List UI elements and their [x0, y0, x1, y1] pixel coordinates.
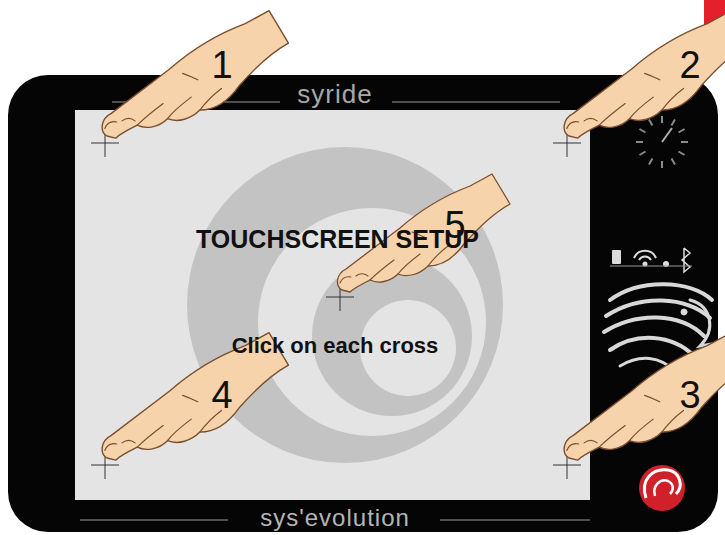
- callout-number: 3: [670, 375, 710, 415]
- eagle-feather: [610, 338, 694, 356]
- eagle-feather: [604, 317, 704, 336]
- watermark-swirl: [360, 300, 456, 396]
- clock-tick: [636, 141, 643, 143]
- clock-icon: [636, 116, 688, 168]
- eagle-eye: [681, 309, 687, 315]
- clock-hand: [662, 128, 672, 142]
- pointing-hand: [337, 174, 510, 292]
- brand-rule: [80, 102, 590, 520]
- bluetooth-icon: [682, 248, 690, 272]
- icon-rule: [610, 266, 692, 267]
- clock-tick: [672, 159, 676, 165]
- pointing-hand: [102, 333, 288, 460]
- clock-tick: [649, 120, 653, 126]
- wifi-icon: [639, 257, 651, 260]
- brand-rule: [392, 101, 560, 102]
- callout-number: 2: [670, 45, 710, 85]
- clock-tick: [672, 120, 676, 126]
- eagle-beak: [690, 300, 712, 346]
- watermark-swirl: [258, 208, 486, 436]
- callout-number: 1: [202, 45, 242, 85]
- pointing-hand: [102, 11, 288, 138]
- status-icons: [610, 248, 692, 272]
- screen-heading: TOUCHSCREEN SETUP: [75, 225, 600, 254]
- brand-rule: [80, 519, 228, 520]
- clock-tick: [679, 152, 685, 156]
- clock-tick: [681, 141, 688, 143]
- eagle-feather: [610, 284, 712, 300]
- clock-tick: [640, 129, 646, 133]
- pointing-hand: [564, 333, 725, 460]
- battery-icon: [612, 250, 621, 264]
- screen-instruction: Click on each cross: [75, 333, 595, 359]
- model-name: sys'evolution: [135, 504, 535, 532]
- clock-tick: [649, 159, 653, 165]
- clock-tick: [661, 161, 663, 168]
- pointing-hand: [564, 11, 725, 138]
- brand-rule: [440, 519, 590, 520]
- clock-tick: [661, 116, 663, 123]
- callout-number: 4: [202, 375, 242, 415]
- logo-swirl: [644, 470, 680, 498]
- logo-swirl: [654, 480, 672, 496]
- target-crosses: [91, 129, 581, 479]
- brand-logo: [639, 465, 685, 511]
- logo-disc: [639, 465, 685, 511]
- watermark-swirl: [312, 256, 472, 416]
- clock-tick: [640, 152, 646, 156]
- clock-tick: [679, 129, 685, 133]
- callout-number: 5: [435, 205, 475, 245]
